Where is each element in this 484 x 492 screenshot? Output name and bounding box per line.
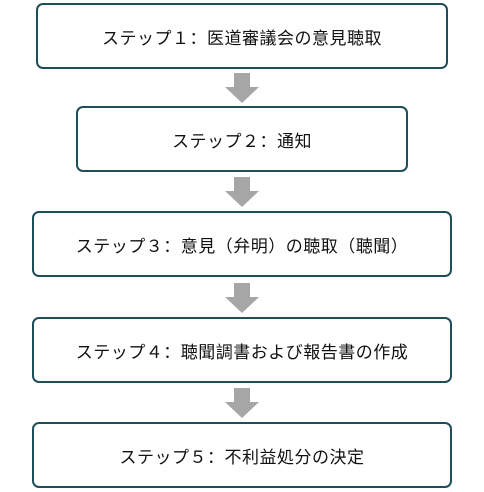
step-2-label: ステップ２：通知: [172, 131, 312, 152]
step-2-box: ステップ２：通知: [76, 106, 408, 172]
down-arrow-icon: [225, 283, 259, 313]
step-5-label: ステップ５：不利益処分の決定: [119, 447, 365, 468]
step-3-label: ステップ３：意見（弁明）の聴取（聴聞）: [75, 236, 409, 257]
step-1-label: ステップ１：医道審議会の意見聴取: [102, 28, 382, 49]
step-1-box: ステップ１：医道審議会の意見聴取: [36, 3, 448, 69]
down-arrow-icon: [225, 177, 259, 207]
step-4-label: ステップ４：聴聞調書および報告書の作成: [75, 342, 409, 363]
down-arrow-icon: [225, 73, 259, 103]
step-4-box: ステップ４：聴聞調書および報告書の作成: [32, 317, 452, 383]
step-5-box: ステップ５：不利益処分の決定: [32, 422, 452, 488]
down-arrow-icon: [225, 388, 259, 418]
step-3-box: ステップ３：意見（弁明）の聴取（聴聞）: [32, 211, 452, 277]
